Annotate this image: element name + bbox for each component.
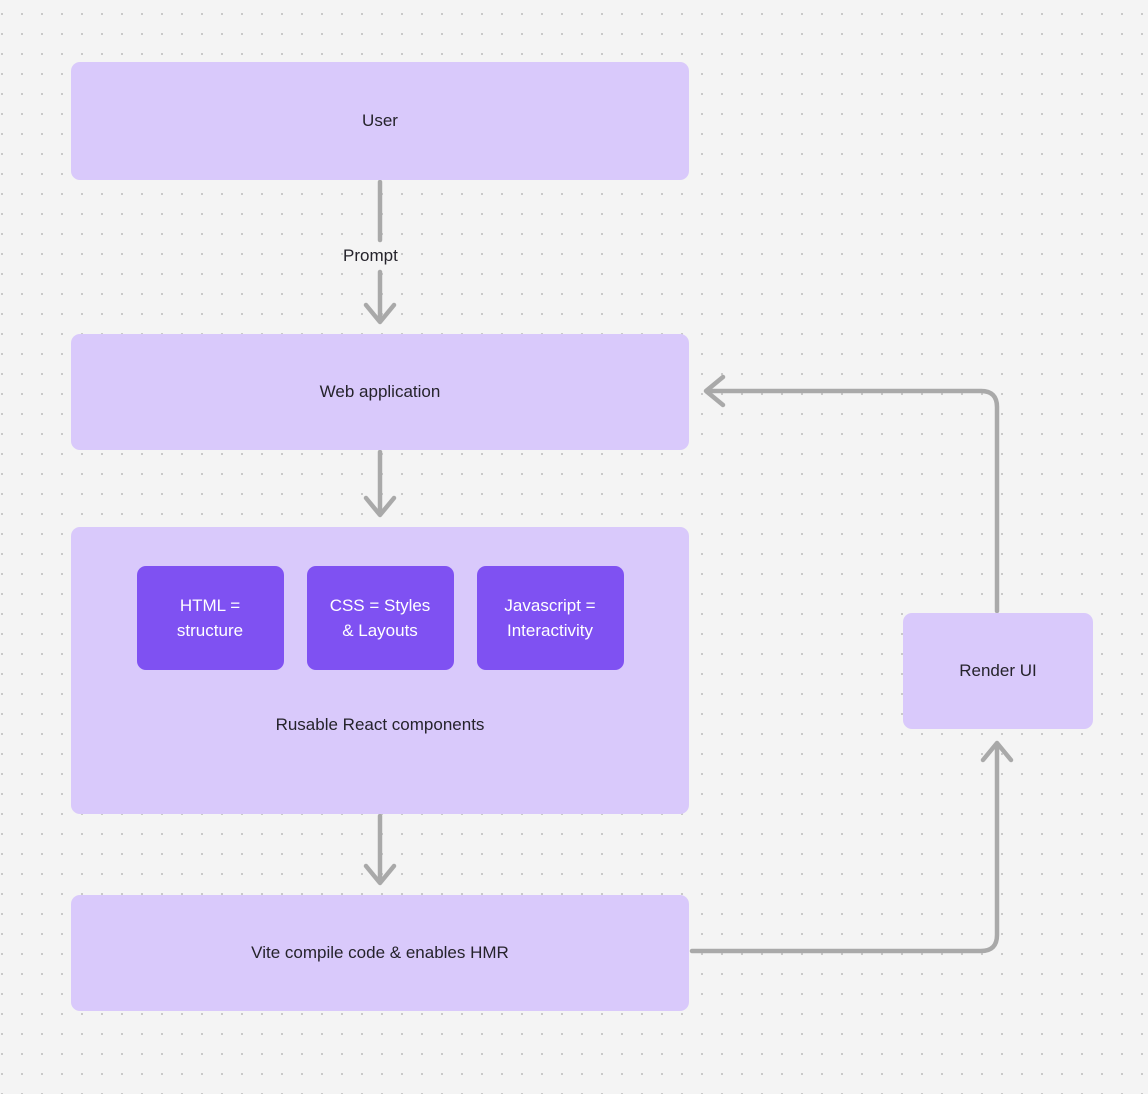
node-user-label: User (362, 110, 398, 130)
sub-box-html[interactable]: HTML = structure (136, 566, 284, 670)
edge-render-to-webapp (703, 374, 1000, 614)
node-web-application-label: Web application (319, 381, 441, 401)
edge-webapp-to-components (363, 449, 397, 518)
sub-box-html-label: HTML = structure (176, 595, 244, 641)
sub-box-css[interactable]: CSS = Styles & Layouts (306, 566, 454, 670)
node-vite-compile-label: Vite compile code & enables HMR (251, 942, 509, 962)
edge-components-to-vite (363, 813, 397, 886)
node-render-ui[interactable]: Render UI (903, 613, 1093, 729)
sub-box-css-label: CSS = Styles & Layouts (329, 595, 431, 641)
edge-label-prompt[interactable]: Prompt (343, 246, 398, 265)
sub-box-javascript[interactable]: Javascript = Interactivity (476, 566, 624, 670)
node-user[interactable]: User (71, 62, 689, 180)
sub-box-row: HTML = structure CSS = Styles & Layouts … (71, 566, 689, 670)
sub-box-javascript-label: Javascript = Interactivity (504, 595, 596, 641)
node-web-application[interactable]: Web application (71, 334, 689, 450)
edge-vite-to-render (689, 740, 1014, 954)
node-reusable-react-components[interactable]: HTML = structure CSS = Styles & Layouts … (71, 527, 689, 814)
node-vite-compile[interactable]: Vite compile code & enables HMR (71, 895, 689, 1011)
node-render-ui-label: Render UI (959, 660, 1037, 680)
node-components-caption: Rusable React components (275, 715, 485, 734)
